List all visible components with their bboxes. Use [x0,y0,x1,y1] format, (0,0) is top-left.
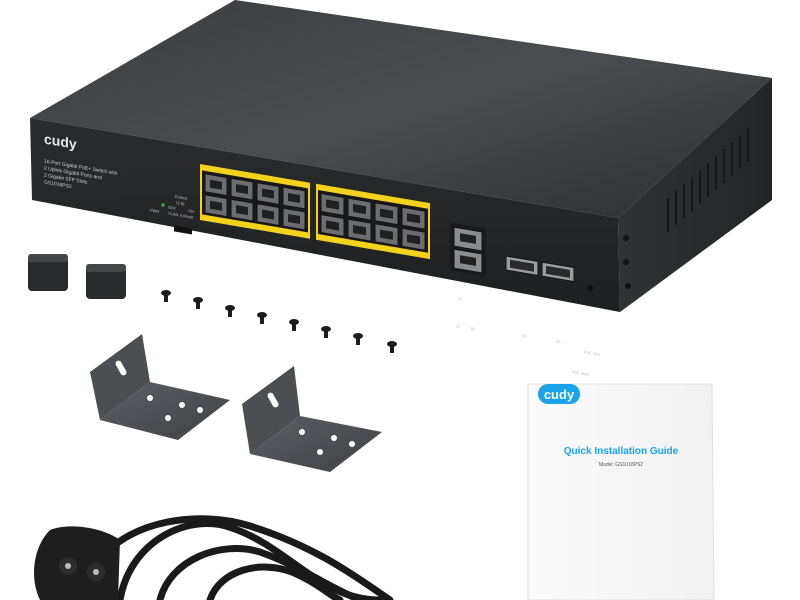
sfp-label-a: 19 [522,333,527,339]
pwr-label: PWR [150,208,159,215]
port-block-9-16 [316,183,430,260]
vlan-label: VLAN [168,211,179,218]
guide-title: Quick Installation Guide [564,446,679,457]
guide-brand-logo: cudy [544,387,575,402]
uplink-bottom-label-a: 17 [456,324,461,330]
uplink-ports [450,222,486,277]
uplink-bottom-label-b: 18 [470,326,475,332]
rack-hole [623,259,629,265]
screw [289,319,299,331]
switch-model: GS1018PS2 [44,180,72,191]
uplink-top-label: 17 [458,296,463,302]
switch-right-side [618,78,772,312]
mounting-screws [161,290,397,353]
off-label: OFF [168,205,177,211]
rack-hole [625,283,631,289]
rubber-feet [28,254,126,299]
screw [225,305,235,317]
power-plug [34,526,121,600]
sfp-slots [505,255,575,283]
poe-led-indicator [587,285,593,291]
on-label: ON [188,208,194,214]
quick-installation-guide: cudy Quick Installation Guide Model: GS1… [527,383,715,600]
mode-label: 4 Mode [180,213,194,220]
extend-ports-label: (1-8) [176,200,185,207]
screw [353,333,363,345]
screw [257,312,267,324]
guide-model: Model: GS1018PS2 [599,462,643,468]
poe-led-label: PoE LED [584,349,600,357]
port-block-1-8 [200,164,310,239]
pwr-led [161,203,165,207]
screw [193,297,203,309]
screw [387,341,397,353]
sfp-label-b: 20 [556,339,561,345]
extend-label: Extend [175,194,187,201]
network-switch: cudy 16-Port Gigabit PoE+ Switch with 2 … [30,0,772,377]
poe-max-label: PoE MAX [572,369,590,377]
switch-brand-logo: cudy [44,131,77,152]
rack-bracket [90,334,230,440]
screw [321,326,331,338]
rack-bracket [242,366,382,472]
dip-switch [174,225,192,235]
screw [161,290,171,302]
switch-top-cover [30,0,772,218]
rubber-foot [28,254,68,291]
power-cord [96,515,394,600]
guide-logo-badge [538,384,580,404]
rack-hole [623,235,629,241]
side-vents [667,128,749,232]
guide-paper [527,383,715,600]
rubber-foot [86,264,126,299]
